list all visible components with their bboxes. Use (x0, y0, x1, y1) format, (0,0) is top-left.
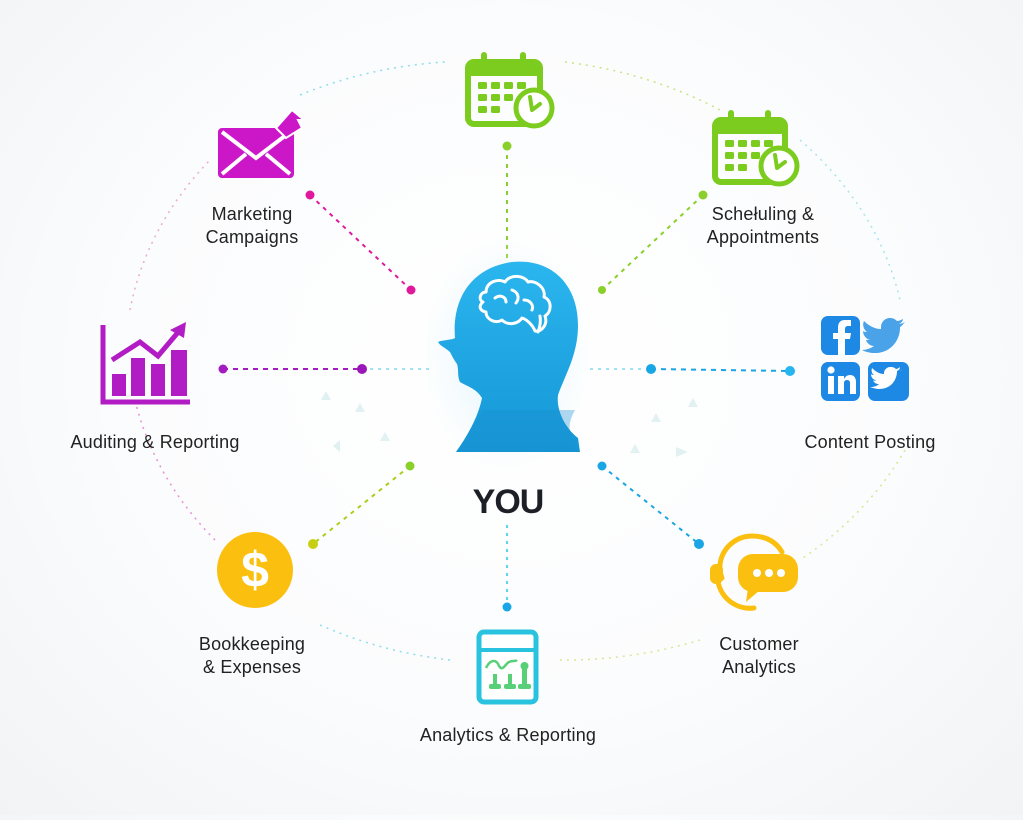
bar-chart-trend-icon (100, 322, 190, 405)
label-auditing-reporting: Auditing & Reporting (55, 431, 255, 454)
connector-left (218, 364, 430, 374)
connector-upper-left (305, 190, 416, 295)
twitter-square-icon (868, 362, 909, 401)
label-customer-analytics: Customer Analytics (700, 633, 818, 679)
facebook-icon (821, 316, 860, 355)
decorative-triangles (321, 391, 698, 457)
connector-lower-right (597, 461, 704, 549)
label-line: Schełuling & (711, 204, 815, 224)
label-line: & Expenses (202, 657, 302, 677)
connector-right (590, 364, 795, 376)
headset-chat-icon (710, 533, 798, 611)
outer-ring (129, 61, 906, 661)
label-line: Analytics (722, 657, 796, 677)
label-line: Auditing & Reporting (70, 432, 240, 452)
label-content-posting: Content Posting (786, 431, 954, 454)
connector-upper-right (598, 190, 708, 294)
label-line: Analytics & Reporting (419, 725, 597, 745)
social-media-icons (821, 316, 909, 401)
calendar-clock-icon (712, 110, 800, 187)
label-marketing-campaigns: Marketing Campaigns (190, 203, 314, 249)
label-line: Marketing (211, 204, 293, 224)
label-line: Bookkeeping (198, 634, 306, 654)
dollar-coin-icon: $ (217, 532, 293, 608)
connector-lower-left (308, 461, 415, 549)
head-brain-icon (419, 235, 595, 475)
label-line: Content Posting (804, 432, 936, 452)
linkedin-icon (821, 362, 860, 401)
label-line: Customer (719, 634, 799, 654)
label-line: Campaigns (205, 227, 299, 247)
envelope-icon (218, 108, 307, 178)
label-line: Appointments (706, 227, 820, 247)
label-analytics-reporting: Analytics & Reporting (400, 724, 616, 747)
connector-bottom (502, 525, 512, 612)
connector-top (502, 141, 512, 270)
center-label-you: YOU (472, 483, 545, 521)
label-scheduling-appointments: Schełuling & Appointments (693, 203, 833, 249)
label-bookkeeping-expenses: Bookkeeping & Expenses (186, 633, 318, 679)
calendar-clock-icon-top (465, 52, 555, 129)
svg-text:$: $ (241, 542, 269, 598)
twitter-icon (862, 318, 905, 353)
dashboard-chart-icon (476, 629, 539, 705)
